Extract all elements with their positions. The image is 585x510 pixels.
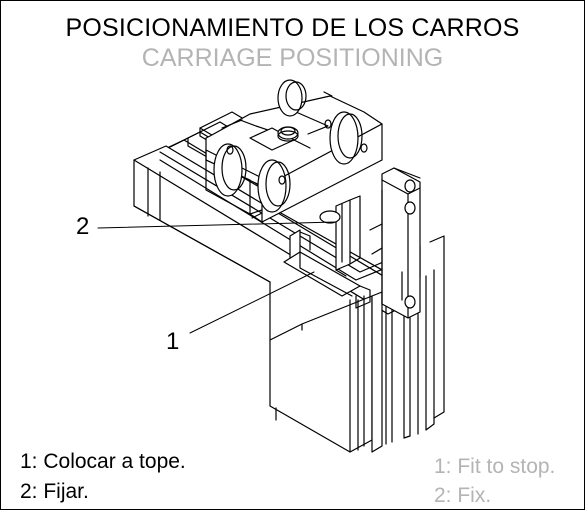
note-es-2: 2: Fijar. (20, 480, 89, 503)
carriage-screw (277, 126, 299, 142)
title-en: CARRIAGE POSITIONING (141, 44, 444, 72)
title-es: POSICIONAMIENTO DE LOS CARROS (65, 14, 520, 42)
callout-2: 2 (76, 213, 90, 240)
note-en-2: 2: Fix. (434, 484, 492, 507)
leader-lines (97, 221, 337, 334)
stop-clip (319, 195, 361, 277)
vertical-profile (269, 235, 445, 453)
note-en-1: 1: Fit to stop. (434, 455, 556, 478)
hanging-bracket (369, 167, 421, 319)
note-es-1: 1: Colocar a tope. (20, 450, 186, 473)
carriage-holes (226, 119, 368, 185)
callout-1: 1 (166, 328, 180, 355)
carriage-wheels (213, 79, 363, 213)
